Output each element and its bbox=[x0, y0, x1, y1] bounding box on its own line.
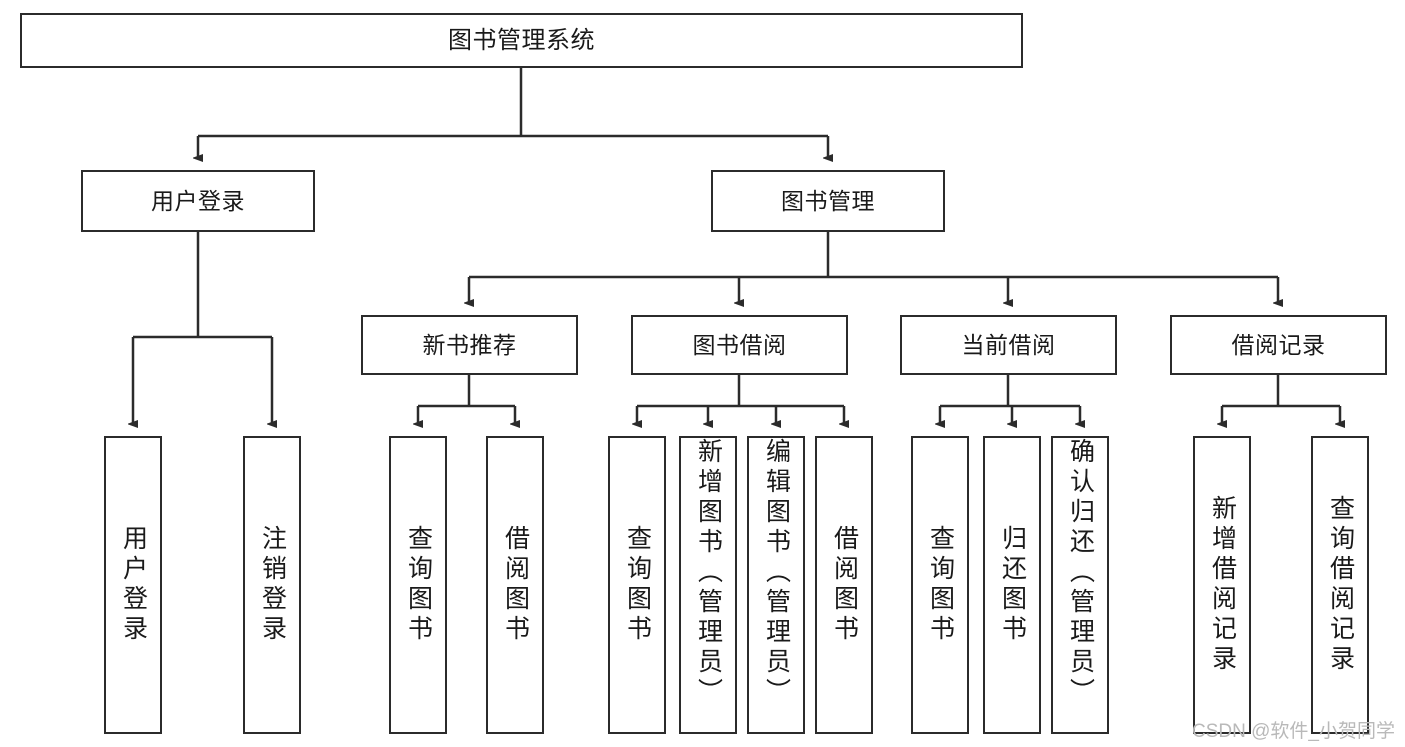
node-user-login-label: 用户登录 bbox=[151, 187, 245, 214]
node-leaf-confirm-return-label: 确认归还（管理员） bbox=[1066, 438, 1095, 708]
node-book-manage-label: 图书管理 bbox=[781, 187, 875, 214]
watermark-text: CSDN @软件_小贺同学 bbox=[1192, 721, 1395, 742]
node-leaf-add-record[interactable]: 新增借阅记录 bbox=[1193, 436, 1251, 734]
node-root-label: 图书管理系统 bbox=[448, 26, 595, 54]
node-leaf-query-book-1-label: 查询图书 bbox=[404, 525, 433, 645]
node-book-borrow-label: 图书借阅 bbox=[692, 331, 787, 358]
node-leaf-return-book-label: 归还图书 bbox=[998, 525, 1027, 645]
node-book-borrow[interactable]: 图书借阅 bbox=[631, 315, 848, 375]
node-user-login[interactable]: 用户登录 bbox=[81, 170, 315, 232]
node-leaf-user-login-label: 用户登录 bbox=[119, 525, 148, 645]
node-root[interactable]: 图书管理系统 bbox=[20, 13, 1023, 68]
node-leaf-edit-book-label: 编辑图书（管理员） bbox=[762, 438, 791, 708]
node-leaf-add-book-label: 新增图书（管理员） bbox=[694, 438, 723, 708]
node-leaf-query-book-1[interactable]: 查询图书 bbox=[389, 436, 447, 734]
node-leaf-borrow-book-2[interactable]: 借阅图书 bbox=[815, 436, 873, 734]
node-leaf-borrow-book-2-label: 借阅图书 bbox=[830, 525, 859, 645]
node-leaf-return-book[interactable]: 归还图书 bbox=[983, 436, 1041, 734]
node-leaf-query-book-3[interactable]: 查询图书 bbox=[911, 436, 969, 734]
node-leaf-query-record[interactable]: 查询借阅记录 bbox=[1311, 436, 1369, 734]
node-leaf-add-book[interactable]: 新增图书（管理员） bbox=[679, 436, 737, 734]
node-current-borrow[interactable]: 当前借阅 bbox=[900, 315, 1117, 375]
node-leaf-query-book-2[interactable]: 查询图书 bbox=[608, 436, 666, 734]
node-leaf-confirm-return[interactable]: 确认归还（管理员） bbox=[1051, 436, 1109, 734]
node-leaf-query-book-2-label: 查询图书 bbox=[623, 525, 652, 645]
node-new-book-rec[interactable]: 新书推荐 bbox=[361, 315, 578, 375]
node-leaf-add-record-label: 新增借阅记录 bbox=[1208, 495, 1237, 675]
node-leaf-logout-label: 注销登录 bbox=[258, 525, 287, 645]
node-leaf-user-login[interactable]: 用户登录 bbox=[104, 436, 162, 734]
node-leaf-borrow-book-1[interactable]: 借阅图书 bbox=[486, 436, 544, 734]
node-borrow-record-label: 借阅记录 bbox=[1231, 331, 1326, 358]
node-leaf-edit-book[interactable]: 编辑图书（管理员） bbox=[747, 436, 805, 734]
node-leaf-query-book-3-label: 查询图书 bbox=[926, 525, 955, 645]
node-leaf-query-record-label: 查询借阅记录 bbox=[1326, 495, 1355, 675]
node-new-book-rec-label: 新书推荐 bbox=[422, 331, 517, 358]
node-book-manage[interactable]: 图书管理 bbox=[711, 170, 945, 232]
node-borrow-record[interactable]: 借阅记录 bbox=[1170, 315, 1387, 375]
node-current-borrow-label: 当前借阅 bbox=[961, 331, 1056, 358]
node-leaf-logout[interactable]: 注销登录 bbox=[243, 436, 301, 734]
node-leaf-borrow-book-1-label: 借阅图书 bbox=[501, 525, 530, 645]
